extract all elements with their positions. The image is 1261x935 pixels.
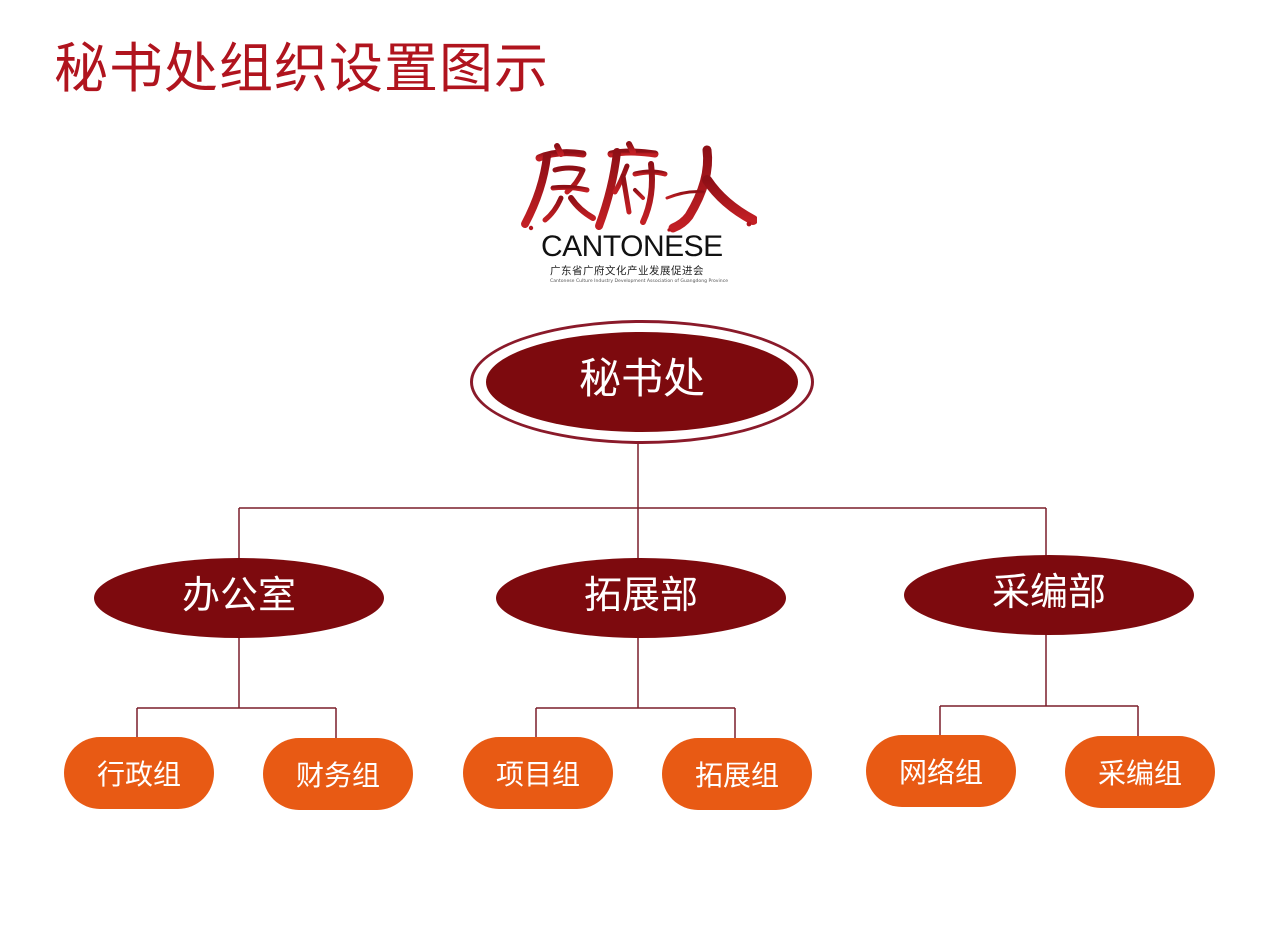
page-title: 秘书处组织设置图示 <box>54 37 549 100</box>
team-node-editorial: 采编组 <box>1065 736 1215 808</box>
logo-org-name-cn: 广东省广府文化产业发展促进会 <box>550 265 704 277</box>
team-node-finance: 财务组 <box>263 738 413 810</box>
logo-wordmark: CANTONESE <box>541 230 723 263</box>
team-node-admin: 行政组 <box>64 737 214 809</box>
team-node-projects: 项目组 <box>463 737 613 809</box>
team-node-network: 网络组 <box>866 735 1016 807</box>
root-node: 秘书处 <box>486 332 798 432</box>
department-node-editorial: 采编部 <box>904 555 1194 635</box>
team-node-expansion: 拓展组 <box>662 738 812 810</box>
logo-org-name-en: Cantonese Culture Industry Development A… <box>550 279 729 284</box>
calligraphy-logo <box>521 141 757 233</box>
department-node-office: 办公室 <box>94 558 384 638</box>
department-node-expansion: 拓展部 <box>496 558 786 638</box>
logo: CANTONESE 广东省广府文化产业发展促进会 Cantonese Cultu… <box>505 140 765 290</box>
